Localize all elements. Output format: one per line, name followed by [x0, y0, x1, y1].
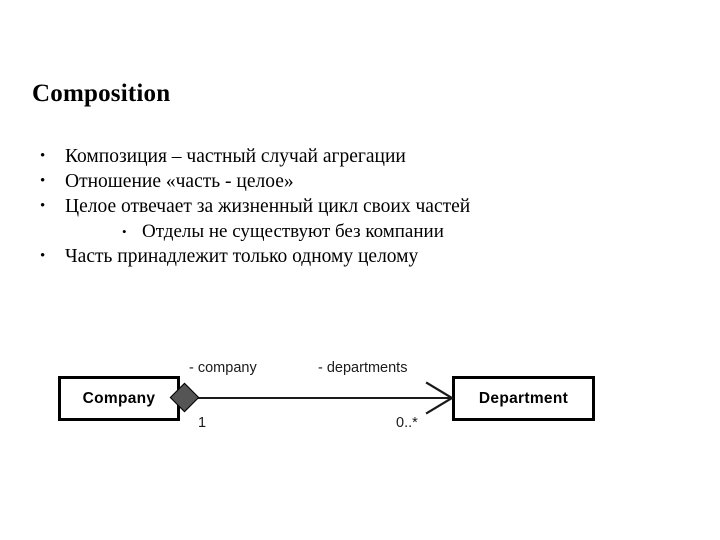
list-item: • Часть принадлежит только одному целому — [36, 244, 656, 269]
page-title: Composition — [32, 80, 171, 107]
list-item: • Композиция – частный случай агрегации — [36, 144, 656, 169]
uml-class-box-department: Department — [452, 376, 595, 421]
association-role-target: - departments — [318, 360, 408, 376]
bullet-marker-icon: • — [40, 148, 46, 164]
bullet-marker-icon: • — [40, 173, 46, 189]
bullet-marker-icon: • — [122, 224, 127, 239]
list-item: • Целое отвечает за жизненный цикл своих… — [36, 194, 656, 219]
list-item-label: Целое отвечает за жизненный цикл своих ч… — [65, 196, 471, 217]
uml-class-name: Company — [82, 389, 156, 407]
bullet-list: • Композиция – частный случай агрегации … — [36, 144, 656, 269]
uml-class-diagram: Company Department - company - departmen… — [0, 350, 720, 460]
uml-class-name: Department — [478, 389, 569, 407]
association-line — [188, 397, 452, 399]
list-item-sub: • Отделы не существуют без компании — [36, 219, 656, 244]
association-multiplicity-target: 0..* — [396, 415, 418, 431]
list-item-label: Композиция – частный случай агрегации — [65, 146, 406, 167]
open-arrow-icon — [425, 381, 455, 415]
association-role-source: - company — [189, 360, 257, 376]
bullet-marker-icon: • — [40, 198, 46, 214]
list-item: • Отношение «часть - целое» — [36, 169, 656, 194]
association-multiplicity-source: 1 — [198, 415, 207, 431]
list-item-label: Отделы не существуют без компании — [142, 221, 444, 242]
bullet-marker-icon: • — [40, 248, 46, 264]
list-item-label: Часть принадлежит только одному целому — [65, 246, 419, 267]
list-item-label: Отношение «часть - целое» — [65, 171, 294, 192]
uml-class-box-company: Company — [58, 376, 180, 421]
